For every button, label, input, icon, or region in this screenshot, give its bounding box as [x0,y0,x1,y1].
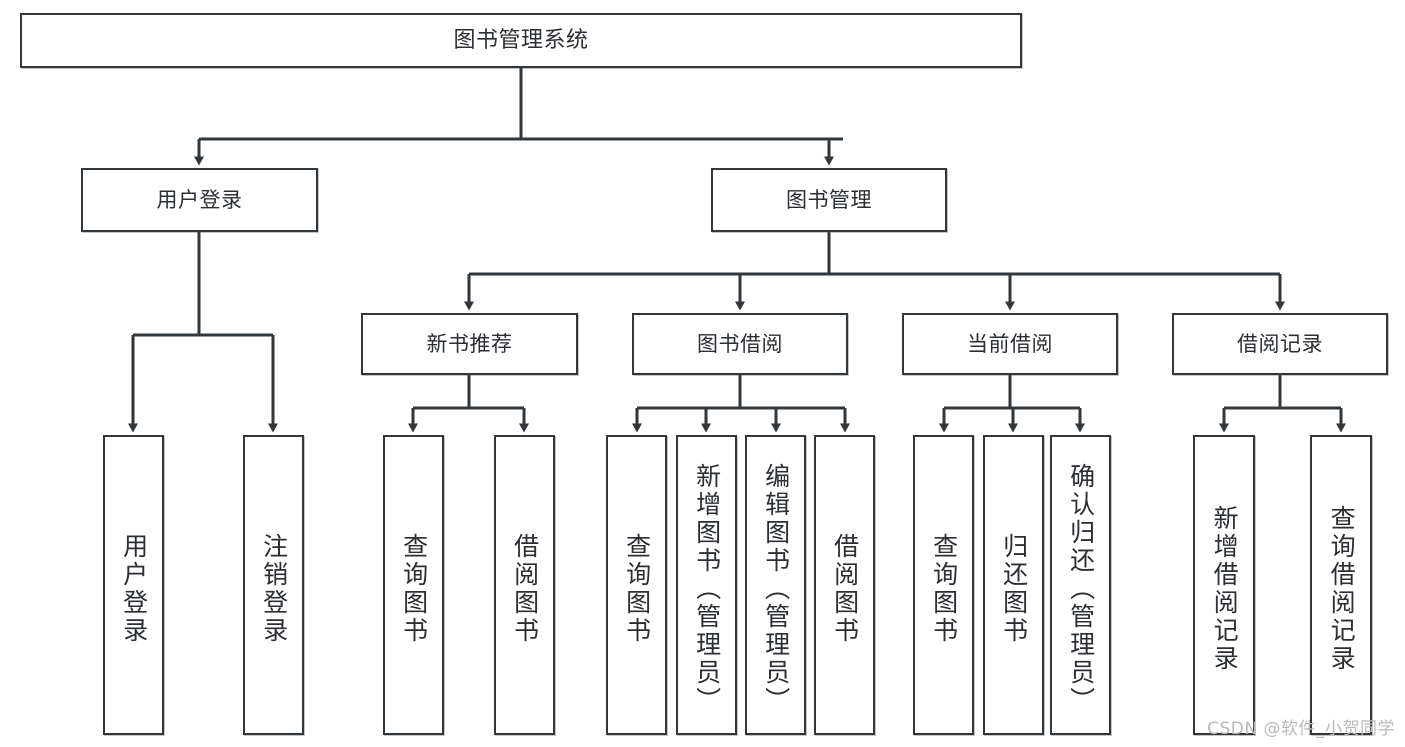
node-leaf-edit-book-label: 编辑图书（管理员） [761,463,791,715]
node-new-book-rec[interactable]: 新书推荐 [361,313,578,375]
node-leaf-query-record[interactable]: 查询借阅记录 [1310,435,1372,735]
node-borrow-record-label: 借阅记录 [1237,331,1323,356]
node-leaf-add-record-label: 新增借阅记录 [1210,505,1240,673]
node-book-manage-label: 图书管理 [786,187,872,212]
node-leaf-query-book-3-label: 查询图书 [929,533,959,645]
node-leaf-query-book-1-label: 查询图书 [399,533,429,645]
node-root[interactable]: 图书管理系统 [20,13,1022,68]
node-current-borrow-label: 当前借阅 [967,331,1053,356]
node-leaf-logout-label: 注销登录 [259,533,289,645]
node-borrow-record[interactable]: 借阅记录 [1172,313,1388,375]
watermark: CSDN @软件_小贺同学 [1207,719,1395,739]
node-leaf-borrow-book-2-label: 借阅图书 [830,533,860,645]
node-leaf-return-book[interactable]: 归还图书 [983,435,1044,735]
node-user-login-label: 用户登录 [156,187,243,212]
node-leaf-user-login-label: 用户登录 [119,533,149,645]
node-leaf-query-book-3[interactable]: 查询图书 [913,435,974,735]
node-new-book-rec-label: 新书推荐 [426,331,513,356]
node-book-manage[interactable]: 图书管理 [711,168,947,232]
node-leaf-borrow-book-1-label: 借阅图书 [510,533,540,645]
node-leaf-borrow-book-2[interactable]: 借阅图书 [814,435,875,735]
node-user-login[interactable]: 用户登录 [81,168,318,232]
node-leaf-confirm-return[interactable]: 确认归还（管理员） [1050,435,1111,735]
node-current-borrow[interactable]: 当前借阅 [902,313,1118,375]
node-leaf-user-login[interactable]: 用户登录 [103,435,164,735]
node-leaf-add-book-label: 新增图书（管理员） [692,463,722,715]
node-leaf-add-record[interactable]: 新增借阅记录 [1193,435,1255,735]
node-leaf-borrow-book-1[interactable]: 借阅图书 [494,435,555,735]
node-leaf-query-book-1[interactable]: 查询图书 [383,435,444,735]
node-leaf-query-book-2-label: 查询图书 [622,533,652,645]
node-book-borrow[interactable]: 图书借阅 [632,313,848,375]
node-leaf-add-book[interactable]: 新增图书（管理员） [676,435,737,735]
node-leaf-query-book-2[interactable]: 查询图书 [606,435,667,735]
node-root-label: 图书管理系统 [453,27,589,53]
node-leaf-confirm-return-label: 确认归还（管理员） [1066,463,1096,715]
node-book-borrow-label: 图书借阅 [697,331,783,356]
node-leaf-logout[interactable]: 注销登录 [243,435,304,735]
node-leaf-return-book-label: 归还图书 [999,533,1029,645]
node-leaf-edit-book[interactable]: 编辑图书（管理员） [745,435,806,735]
node-leaf-query-record-label: 查询借阅记录 [1327,505,1357,673]
